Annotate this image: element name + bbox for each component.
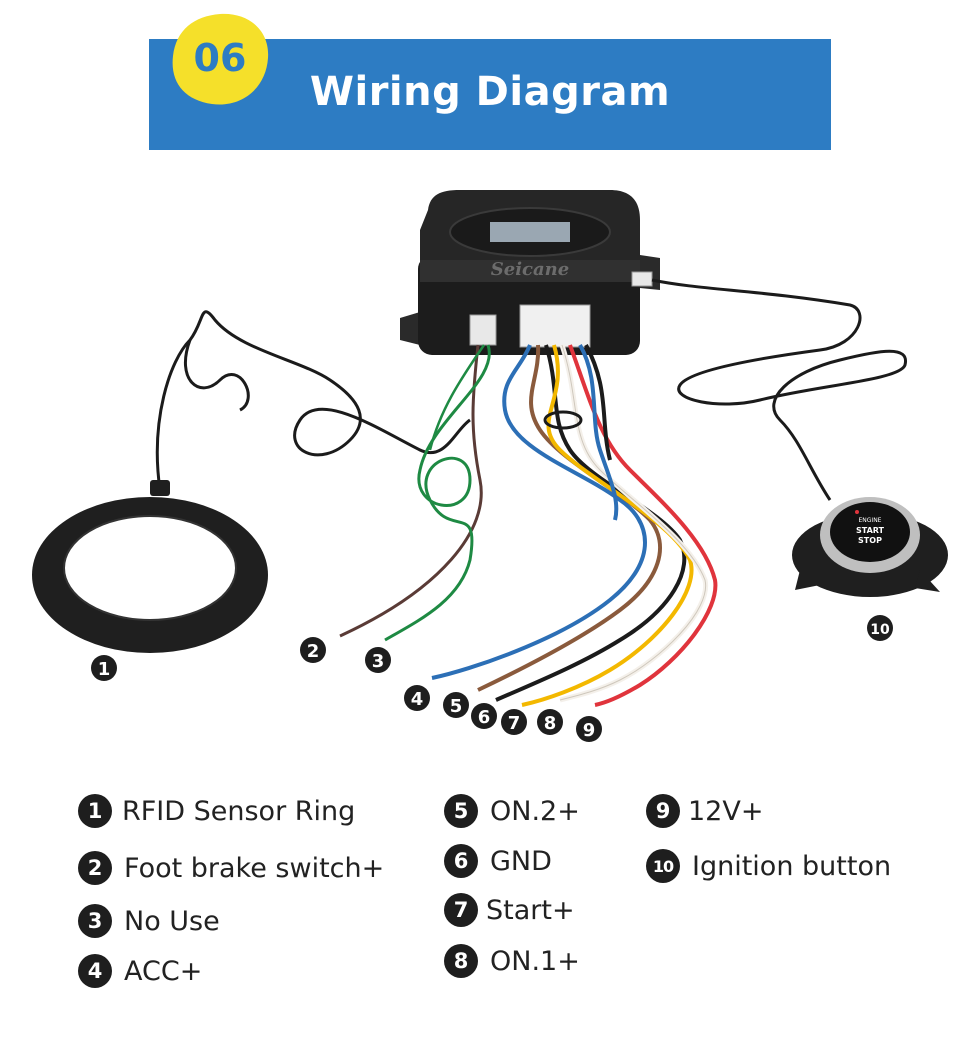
wire-foot-brake	[339, 344, 483, 638]
legend-item-rfid: 1 RFID Sensor Ring	[78, 791, 355, 831]
svg-text:10: 10	[870, 622, 890, 638]
ignition-button: ENGINE START STOP	[792, 497, 948, 597]
callout-1: 1	[91, 655, 117, 681]
svg-text:3: 3	[372, 651, 385, 672]
step-number: 06	[193, 36, 247, 80]
step-badge-blob	[172, 13, 269, 105]
legend-badge: 10	[646, 849, 680, 883]
control-box: Seicane	[400, 190, 660, 355]
legend-item-gnd: 6 GND	[444, 841, 552, 881]
legend-item-12v: 9 12V+	[646, 791, 763, 831]
header-banner: Wiring Diagram	[149, 39, 831, 150]
svg-text:2: 2	[307, 641, 320, 662]
rfid-sensor-ring	[32, 480, 268, 653]
button-text-start: START	[856, 526, 885, 535]
svg-text:5: 5	[450, 696, 463, 717]
callout-7: 7	[501, 709, 527, 735]
legend-label: Start+	[486, 894, 575, 926]
legend-item-on1: 8 ON.1+	[444, 941, 580, 981]
legend-item-start: 7 Start+	[444, 890, 575, 930]
svg-text:6: 6	[478, 707, 491, 728]
legend-label: ON.2+	[490, 795, 580, 827]
legend-badge: 4	[78, 954, 112, 988]
svg-text:9: 9	[583, 720, 596, 741]
legend-label: Foot brake switch+	[124, 852, 385, 884]
callout-4: 4	[404, 685, 430, 711]
legend-item-no-use: 3 No Use	[78, 901, 220, 941]
svg-text:7: 7	[508, 713, 521, 734]
wire-acc	[431, 344, 647, 680]
legend-badge: 2	[78, 851, 112, 885]
callout-9: 9	[576, 716, 602, 742]
legend-item-acc: 4 ACC+	[78, 951, 202, 991]
legend-badge: 5	[444, 794, 478, 828]
legend-item-foot-brake: 2 Foot brake switch+	[78, 848, 384, 888]
legend-badge: 3	[78, 904, 112, 938]
wire-no-use	[384, 344, 491, 642]
device-brand: Seicane	[491, 259, 569, 280]
svg-text:4: 4	[411, 689, 424, 710]
callout-3: 3	[365, 647, 391, 673]
legend-label: 12V+	[688, 795, 764, 827]
callout-6: 6	[471, 703, 497, 729]
legend-badge: 9	[646, 794, 680, 828]
callout-8: 8	[537, 709, 563, 735]
legend-label: No Use	[124, 905, 220, 937]
button-text-stop: STOP	[858, 536, 882, 545]
legend-badge: 7	[444, 893, 478, 927]
rfid-cable	[155, 310, 471, 491]
legend-label: Ignition button	[692, 850, 892, 882]
legend-item-ignition: 10 Ignition button	[646, 846, 891, 886]
callout-10: 10	[867, 615, 893, 641]
legend-badge: 6	[444, 844, 478, 878]
callout-5: 5	[443, 692, 469, 718]
wiring-diagram: Seicane ENGINE START STOP 1 2 3 4 5 6 7 …	[32, 190, 948, 742]
legend-label: ON.1+	[490, 945, 580, 977]
legend-label: ACC+	[124, 955, 203, 987]
legend-badge: 1	[78, 794, 112, 828]
legend-badge: 8	[444, 944, 478, 978]
svg-text:1: 1	[98, 659, 111, 680]
page-title: Wiring Diagram	[309, 69, 671, 115]
legend-item-on2: 5 ON.2+	[444, 791, 580, 831]
svg-text:8: 8	[544, 713, 557, 734]
wire-on2	[477, 344, 662, 692]
legend-label: GND	[490, 845, 552, 877]
legend-label: RFID Sensor Ring	[122, 795, 356, 827]
ignition-cable	[651, 278, 907, 501]
button-text-engine: ENGINE	[859, 517, 882, 524]
callout-2: 2	[300, 637, 326, 663]
